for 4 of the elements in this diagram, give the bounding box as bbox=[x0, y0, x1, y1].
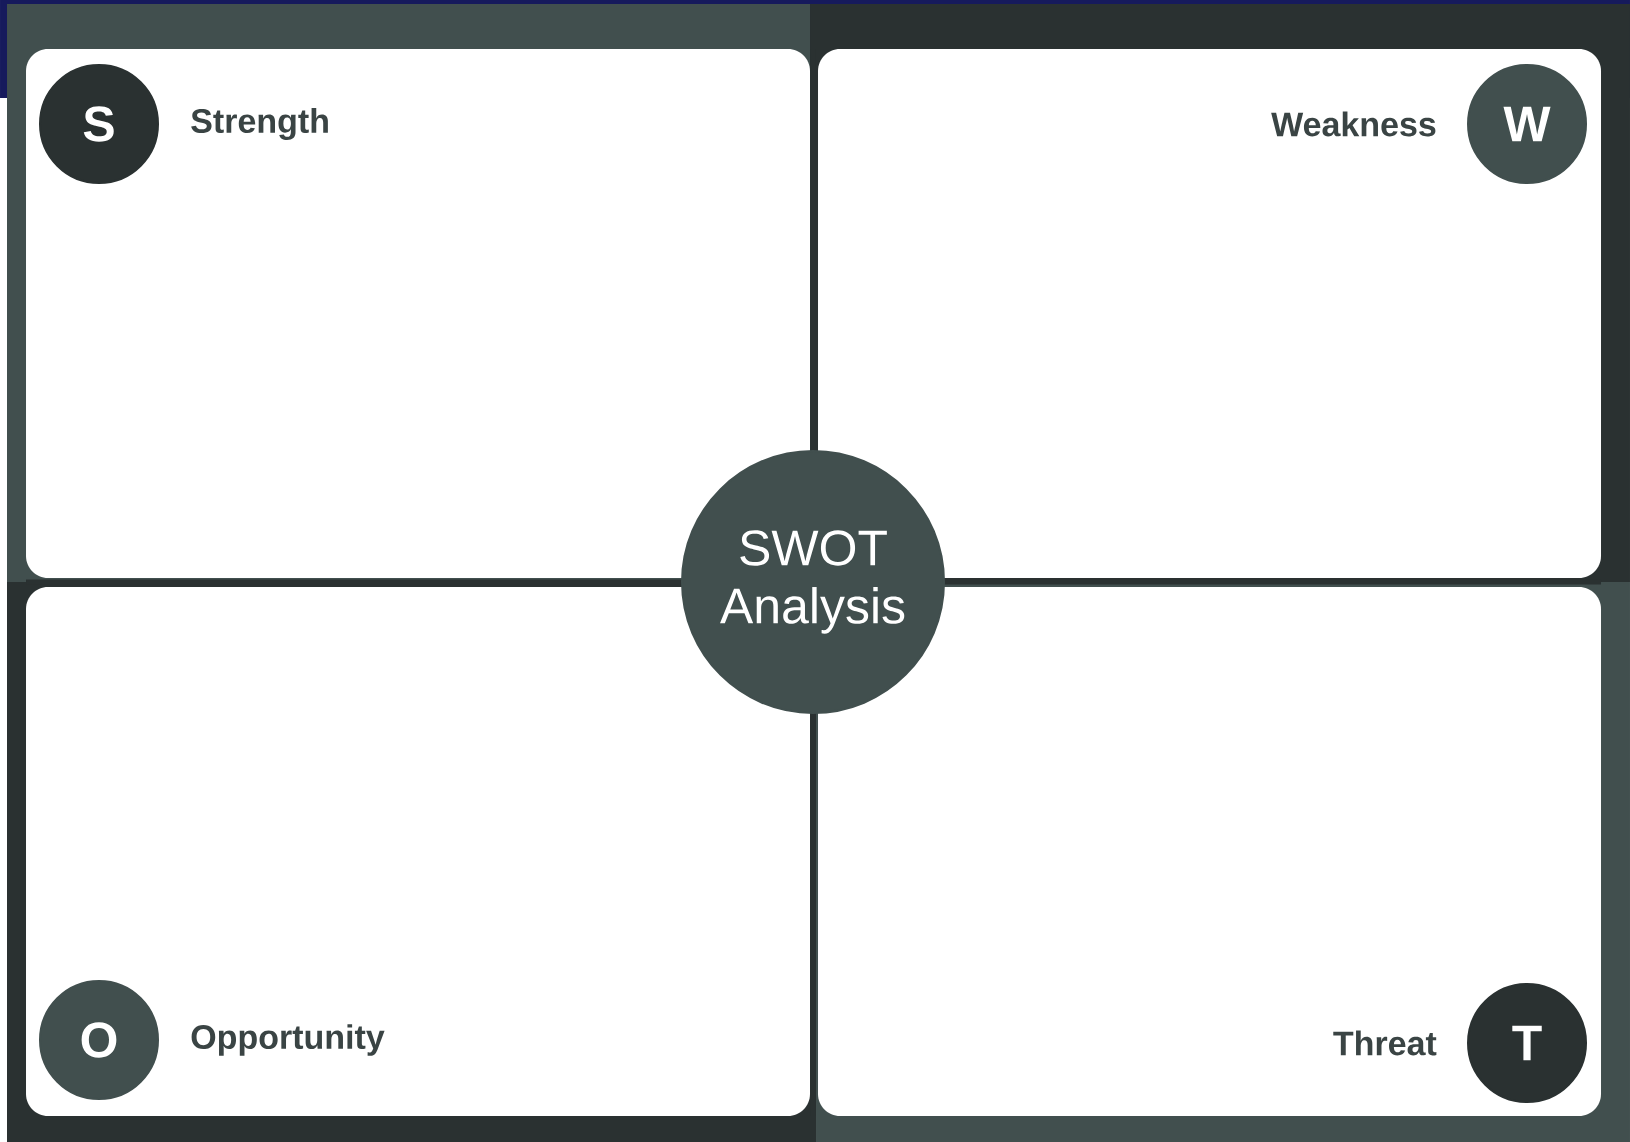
card-heading: Weakness bbox=[1271, 111, 1436, 137]
card-heading: Threat bbox=[1333, 1030, 1437, 1056]
card-heading: Strength bbox=[191, 108, 328, 140]
card-heading: Opportunity bbox=[191, 1024, 385, 1056]
